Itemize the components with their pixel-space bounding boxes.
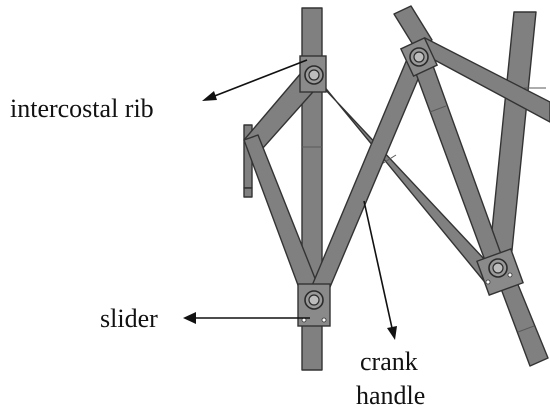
crank-handle-arrow bbox=[363, 200, 393, 329]
top-right-hinge-block bbox=[399, 36, 439, 78]
upper-hinge-block bbox=[299, 55, 327, 93]
crank-handle-label-line2: handle bbox=[356, 381, 425, 410]
right-slider-block bbox=[476, 248, 524, 296]
crank-handle-label-line1: crank bbox=[360, 347, 418, 376]
slider-block bbox=[297, 283, 331, 327]
right-inclined-rod bbox=[487, 11, 537, 271]
intercostal-rib-label: intercostal rib bbox=[10, 94, 154, 123]
upper-right-diagonal-bar bbox=[393, 5, 433, 49]
annotation-arrows bbox=[183, 59, 397, 340]
lower-left-cross-bar bbox=[243, 187, 253, 198]
slider-label: slider bbox=[100, 304, 158, 333]
linkage-mechanism bbox=[243, 5, 550, 371]
intercostal-rib-arrow bbox=[211, 59, 308, 98]
